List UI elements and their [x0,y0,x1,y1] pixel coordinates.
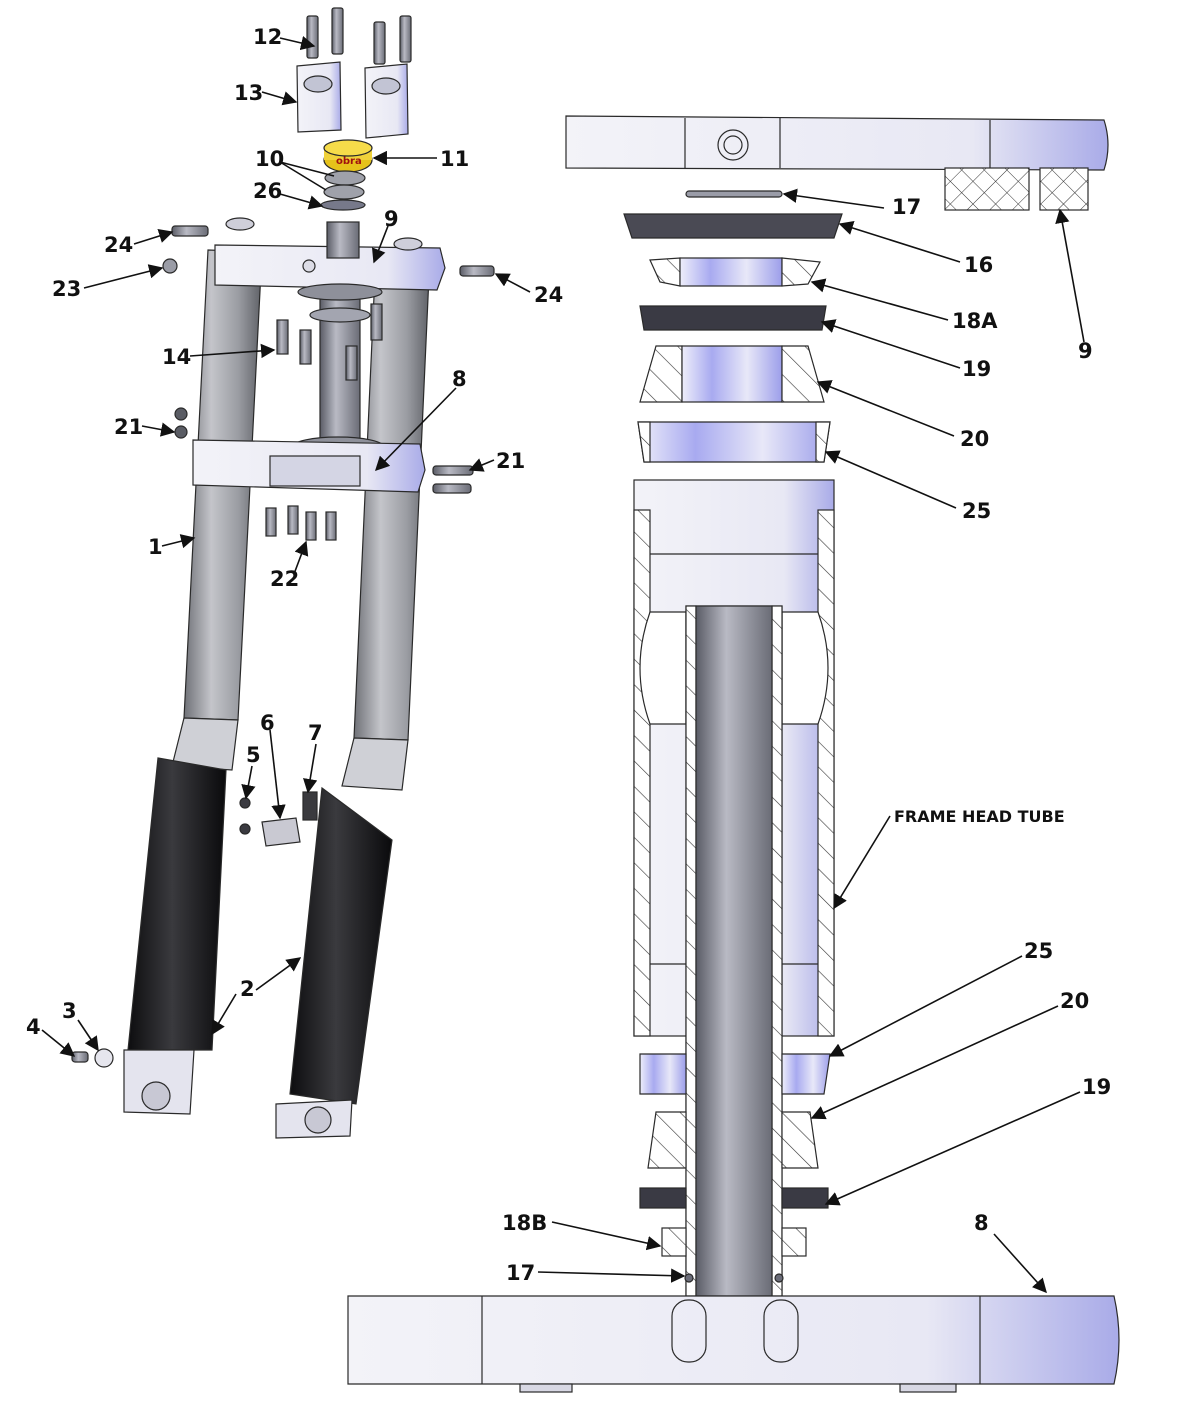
clamp-bolts-22 [265,505,337,541]
callout-19-bottom: 19 [1082,1075,1111,1099]
frame-head-tube-label: FRAME HEAD TUBE [894,807,1065,826]
dust-cap [623,213,843,239]
callout-22: 22 [270,567,299,591]
callout-6: 6 [260,711,275,735]
callout-26: 26 [253,179,282,203]
clamp-bolts-21 [174,407,474,494]
bearing-20-bottom [647,1111,819,1169]
callout-17-top: 17 [892,195,921,219]
pinch-bolts-upper [276,303,383,381]
stem-cap: obra [323,139,373,173]
callout-25-bottom: 25 [1024,939,1053,963]
callout-3: 3 [62,999,77,1023]
riser-bolts [306,7,412,65]
callout-19-top: 19 [962,357,991,381]
race-18a [649,257,821,287]
seal-19-top [639,305,827,331]
callout-14: 14 [162,345,191,369]
callout-25-top: 25 [962,499,991,523]
callout-18a: 18A [952,309,998,333]
callout-17-bottom: 17 [506,1261,535,1285]
section-steering-stem [685,605,783,1297]
side-bolts-24 [162,225,495,277]
callout-24-left: 24 [104,233,133,257]
headset-section [347,115,1120,1393]
race-18b [661,1227,807,1257]
callout-10: 10 [255,147,284,171]
callout-4: 4 [26,1015,41,1039]
section-bottom-clamp [347,1295,1120,1393]
axle-bolt-washer [71,1048,114,1068]
handlebar-risers [296,61,409,139]
fork-assembly: obra [71,7,495,1139]
oring-bottom [684,1273,784,1283]
bottom-triple-clamp [192,439,426,493]
cup-25-top [637,421,831,463]
callout-1: 1 [148,535,163,559]
callout-9-left: 9 [384,207,399,231]
callout-16: 16 [964,253,993,277]
callout-9-right: 9 [1078,339,1093,363]
oring-top [685,190,783,198]
callout-23: 23 [52,277,81,301]
callout-8-right: 8 [974,1211,989,1235]
callout-labels: 12 13 10 11 26 9 24 23 24 14 8 21 21 1 2… [26,25,1111,1285]
callout-20-bottom: 20 [1060,989,1089,1013]
callout-2: 2 [240,977,255,1001]
stem-nuts [320,170,366,211]
callout-24-right: 24 [534,283,563,307]
callout-21-right: 21 [496,449,525,473]
callout-11: 11 [440,147,469,171]
callout-20-top: 20 [960,427,989,451]
fork-lower-sliders [123,757,393,1139]
callout-13: 13 [234,81,263,105]
top-triple-clamp [214,217,446,291]
cup-25-bottom [639,1053,831,1095]
bearing-20-top [639,345,825,403]
callout-21-left: 21 [114,415,143,439]
callout-18b: 18B [502,1211,547,1235]
callout-12: 12 [253,25,282,49]
section-top-clamp [565,115,1109,211]
callout-5: 5 [246,743,261,767]
callout-8-left: 8 [452,367,467,391]
cap-logo-text: obra [336,156,362,167]
callout-7: 7 [308,721,323,745]
leader-lines [41,36,1085,1294]
